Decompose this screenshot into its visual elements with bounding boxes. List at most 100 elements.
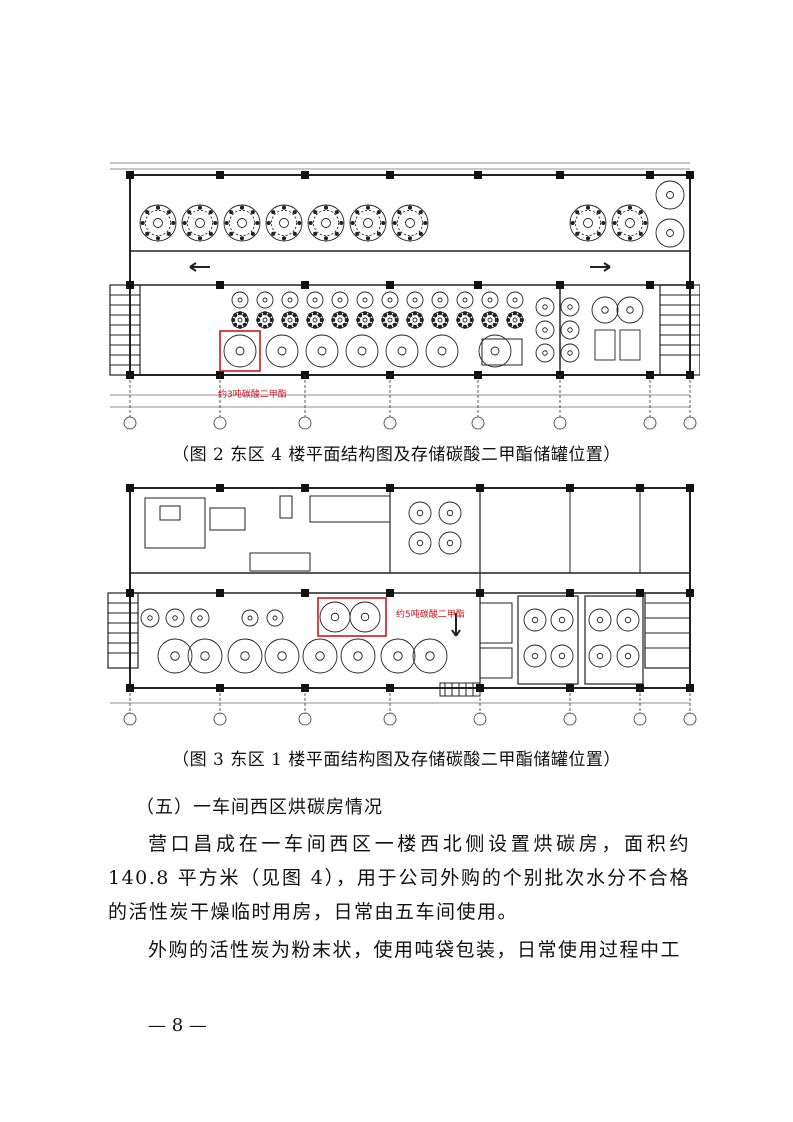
storage-tank xyxy=(523,608,547,632)
storage-tank xyxy=(406,311,424,329)
storage-tank xyxy=(349,204,387,242)
grid-axis-bubble xyxy=(383,416,397,430)
grid-axis-bubble xyxy=(643,416,657,430)
storage-tank xyxy=(381,291,399,309)
storage-tank xyxy=(165,608,185,628)
storage-tank xyxy=(356,311,374,329)
structural-column xyxy=(386,171,394,179)
storage-tank xyxy=(349,601,381,633)
grid-axis-bubble xyxy=(213,712,227,726)
storage-tank xyxy=(611,204,649,242)
storage-tank xyxy=(331,291,349,309)
storage-tank xyxy=(385,334,419,368)
structural-column xyxy=(126,484,134,492)
storage-tank xyxy=(408,531,432,555)
paragraph-2: 外购的活性炭为粉末状，使用吨袋包装，日常使用过程中工 xyxy=(148,939,682,961)
structural-column xyxy=(126,589,134,597)
storage-tank xyxy=(535,343,555,363)
structural-column xyxy=(566,589,574,597)
storage-tank xyxy=(506,291,524,309)
structural-column xyxy=(476,484,484,492)
grid-axis-bubble xyxy=(683,712,697,726)
grid-axis-bubble xyxy=(473,712,487,726)
storage-tank xyxy=(456,291,474,309)
highlight-box-3t xyxy=(219,330,261,372)
grid-axis-bubble xyxy=(471,416,485,430)
figure-3-floor-plan: 约5吨碳酸二甲酯 xyxy=(100,478,700,726)
storage-tank xyxy=(157,638,193,674)
storage-tank xyxy=(535,297,555,317)
structural-column xyxy=(686,589,694,597)
storage-tank xyxy=(616,644,640,668)
storage-tank xyxy=(281,291,299,309)
grid-axis-bubble xyxy=(563,712,577,726)
storage-tank xyxy=(550,644,574,668)
grid-axis-bubble xyxy=(553,416,567,430)
structural-column xyxy=(686,171,694,179)
storage-tank xyxy=(391,204,429,242)
structural-column xyxy=(301,589,309,597)
storage-tank xyxy=(616,296,644,324)
storage-tank xyxy=(655,180,685,210)
structural-column xyxy=(474,171,482,179)
storage-tank xyxy=(241,609,259,627)
grid-axis-bubble xyxy=(298,712,312,726)
structural-column xyxy=(216,171,224,179)
storage-tank xyxy=(302,638,338,674)
structural-column xyxy=(216,484,224,492)
figure-3-caption: （图 3 东区 1 楼平面结构图及存储碳酸二甲酯储罐位置） xyxy=(172,750,621,770)
storage-tank xyxy=(438,501,462,525)
structural-column xyxy=(386,589,394,597)
storage-tank xyxy=(381,311,399,329)
storage-tank xyxy=(319,601,351,633)
storage-tank xyxy=(265,204,303,242)
storage-tank xyxy=(406,291,424,309)
storage-tank xyxy=(431,291,449,309)
tank-annotation-5t: 约5吨碳酸二甲酯 xyxy=(396,610,465,620)
storage-tank xyxy=(560,297,580,317)
storage-tank xyxy=(425,334,459,368)
storage-tank xyxy=(408,501,432,525)
storage-tank xyxy=(256,311,274,329)
structural-column xyxy=(126,281,134,289)
storage-tank xyxy=(412,638,448,674)
storage-tank xyxy=(481,291,499,309)
storage-tank xyxy=(231,291,249,309)
storage-tank xyxy=(306,291,324,309)
storage-tank xyxy=(535,320,555,340)
storage-tank xyxy=(231,311,249,329)
storage-tank xyxy=(550,608,574,632)
figure-3-drawing xyxy=(107,484,697,726)
storage-tank xyxy=(266,609,284,627)
structural-column xyxy=(126,171,134,179)
highlight-box-5t xyxy=(317,597,387,637)
storage-tank xyxy=(307,204,345,242)
structural-column xyxy=(301,281,309,289)
section-heading: （五）一车间西区烘碳房情况 xyxy=(136,797,383,818)
storage-tank xyxy=(265,334,299,368)
storage-tank xyxy=(340,638,376,674)
figure-2-floor-plan: 约3吨碳酸二甲酯 xyxy=(100,155,700,433)
storage-tank xyxy=(281,311,299,329)
grid-axis-bubble xyxy=(123,712,137,726)
structural-column xyxy=(301,484,309,492)
structural-column xyxy=(646,281,654,289)
storage-tank xyxy=(588,608,612,632)
storage-tank xyxy=(140,608,160,628)
structural-column xyxy=(474,281,482,289)
structural-column xyxy=(686,484,694,492)
grid-axis-bubble xyxy=(633,712,647,726)
grid-axis-bubble xyxy=(213,416,227,430)
storage-tank xyxy=(591,296,619,324)
paragraph-1: 营口昌成在一车间西区一楼西北侧设置烘碳房，面积约 140.8 平方米（见图 4）… xyxy=(108,833,690,923)
storage-tank xyxy=(380,638,416,674)
storage-tank xyxy=(523,644,547,668)
storage-tank xyxy=(356,291,374,309)
storage-tank xyxy=(478,334,512,368)
figure-2-drawing xyxy=(109,162,700,430)
structural-column xyxy=(386,484,394,492)
storage-tank xyxy=(438,531,462,555)
storage-tank xyxy=(306,311,324,329)
grid-axis-bubble xyxy=(123,416,137,430)
structural-column xyxy=(301,171,309,179)
